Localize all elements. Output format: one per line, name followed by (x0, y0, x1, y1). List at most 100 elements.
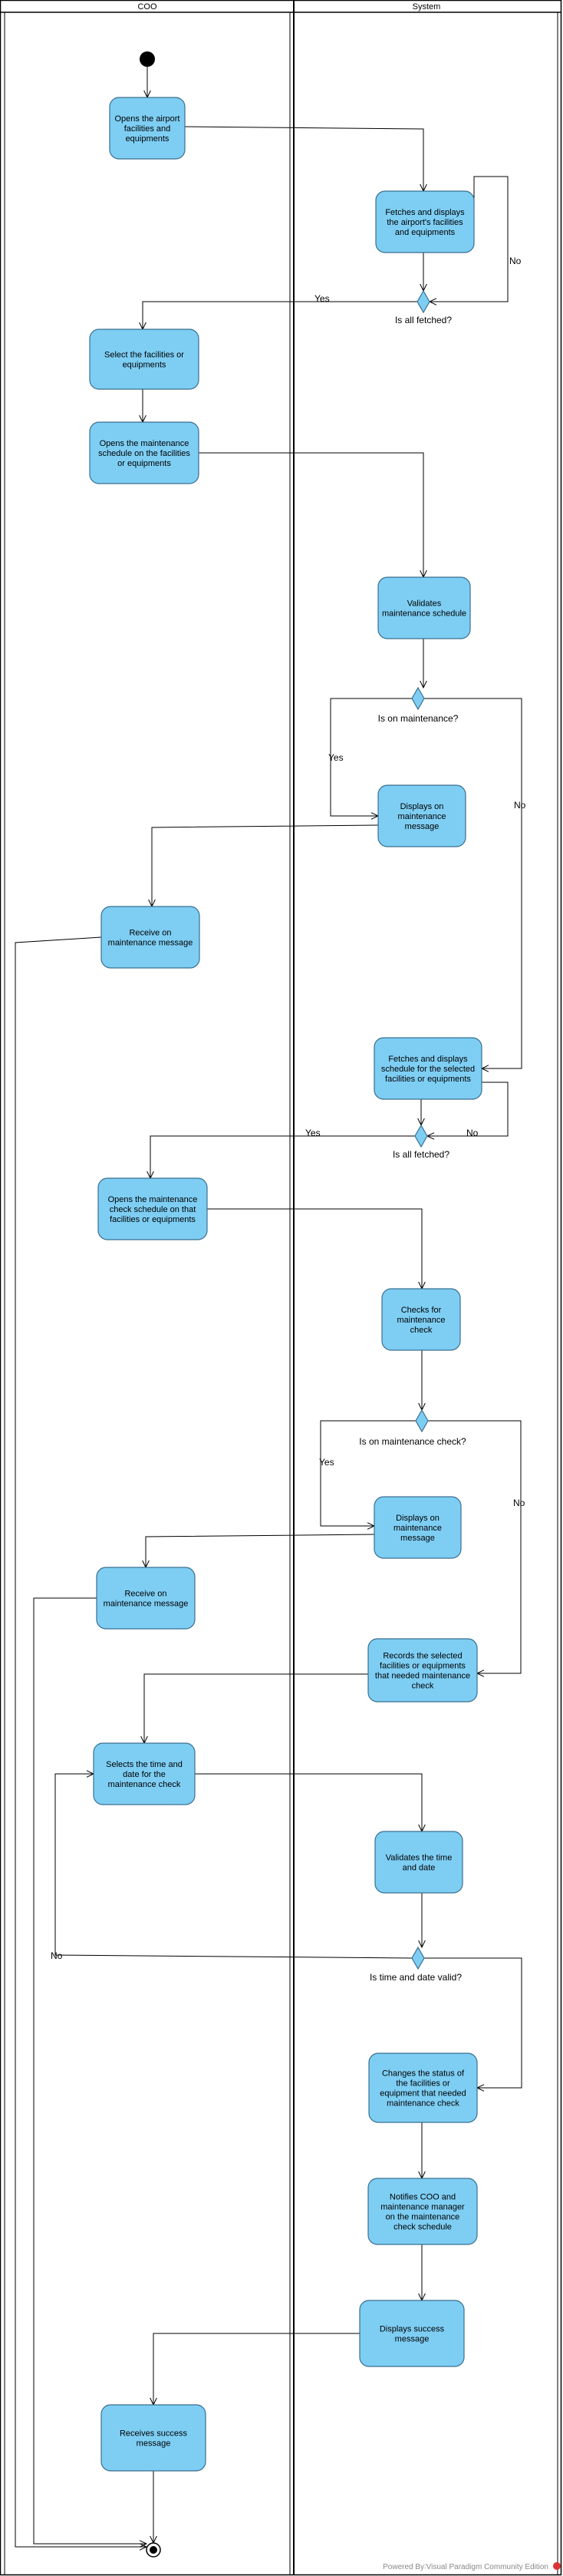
activity-label: equipments (123, 361, 166, 370)
activity-label: the airport's facilities (387, 218, 463, 227)
activity-label: Displays success (380, 2325, 445, 2334)
guard-d3-yes: Yes (305, 1128, 321, 1138)
control-flow (184, 126, 427, 193)
guard-d1-yes: Yes (314, 293, 330, 304)
activity-label: Selects the time and (106, 1760, 183, 1769)
control-flow (142, 1534, 375, 1569)
activity-box (367, 2178, 478, 2245)
flow-line (424, 698, 522, 1069)
control-flow (424, 698, 522, 1072)
activity-label: maintenance (393, 1524, 442, 1533)
flow-line (195, 1773, 423, 1831)
control-flow (139, 301, 417, 331)
activity-label: maintenance check (108, 1780, 181, 1789)
activity-label: the facilities or (396, 2079, 450, 2089)
activity-label: Notifies COO and (390, 2193, 456, 2202)
activity-label: facilities and (124, 124, 171, 134)
decision-label-d5: Is time and date valid? (370, 1972, 462, 1983)
activity-label: Changes the status of (382, 2069, 465, 2079)
control-flow (420, 639, 427, 689)
activity-label: check schedule on that (110, 1205, 196, 1214)
activity-label: Opens the maintenance (100, 439, 189, 448)
brand-logo-icon (553, 2562, 561, 2570)
activity-label: maintenance (398, 812, 446, 821)
flow-line (330, 698, 412, 817)
flow-line (153, 2333, 360, 2405)
activity-box (100, 906, 200, 969)
activity-box (89, 329, 199, 390)
flow-line (430, 176, 509, 302)
flow-line (184, 126, 424, 191)
guard-d4-no: No (513, 1498, 525, 1508)
final-node-core (150, 2546, 157, 2554)
activity-label: check (410, 1326, 433, 1335)
flow-line (33, 1597, 147, 2545)
activity-label: and equipments (395, 228, 456, 237)
activity-label: Select the facilities or (104, 351, 184, 360)
guard-d2-yes: Yes (328, 752, 344, 763)
decision-node-d2 (411, 686, 425, 711)
activity-box (100, 2404, 206, 2472)
activity-label: maintenance message (108, 939, 193, 948)
control-flow (140, 1673, 368, 1745)
control-flow (150, 2471, 157, 2545)
activity-box (374, 1037, 482, 1100)
activity-label: maintenance message (104, 1600, 189, 1609)
control-flow (418, 1893, 426, 1949)
decision-label-d1: Is all fetched? (395, 315, 452, 325)
activity-box (96, 1567, 196, 1630)
flow-line (151, 824, 379, 907)
activity-label: Receives success (120, 2429, 188, 2439)
lane-title-coo: COO (137, 2, 157, 12)
guard-d1-no: No (509, 256, 522, 266)
activity-label: Validates (407, 599, 442, 609)
flow-line (320, 1420, 416, 1527)
guard-d5-no: No (51, 1950, 63, 1961)
activity-label: Records the selected (383, 1652, 462, 1661)
activity-label: maintenance (397, 1316, 446, 1325)
activity-box (359, 2300, 465, 2367)
control-flow (418, 1350, 426, 1412)
activity-label: Validates the time (386, 1854, 453, 1863)
activity-label: Opens the airport (115, 114, 180, 124)
control-flow (418, 2244, 426, 2302)
control-flow (199, 452, 427, 579)
activity-box (377, 576, 471, 639)
control-flow (139, 389, 147, 424)
activity-box (89, 421, 199, 484)
activity-label: and date (403, 1864, 436, 1873)
activity-box (109, 97, 186, 160)
control-flow (207, 1208, 426, 1290)
activity-box (374, 1831, 463, 1894)
decision-label-d4: Is on maintenance check? (359, 1436, 466, 1447)
flow-line (427, 1082, 509, 1137)
activity-label: equipments (126, 134, 170, 144)
activity-box (375, 190, 475, 253)
flow-line (145, 1534, 375, 1567)
activity-label: facilities or equipments (385, 1075, 471, 1084)
control-flow (147, 1135, 415, 1180)
activity-label: or equipments (117, 459, 171, 468)
initial-node (140, 51, 155, 67)
activity-label: equipment that needed (380, 2089, 466, 2099)
flow-line (207, 1208, 423, 1289)
activity-box (374, 1496, 462, 1559)
activity-box (367, 1638, 478, 1702)
activity-label: Checks for (401, 1306, 442, 1315)
flow-line (428, 1420, 522, 1674)
control-flow (150, 2333, 360, 2406)
activity-label: on the maintenance (386, 2213, 460, 2222)
